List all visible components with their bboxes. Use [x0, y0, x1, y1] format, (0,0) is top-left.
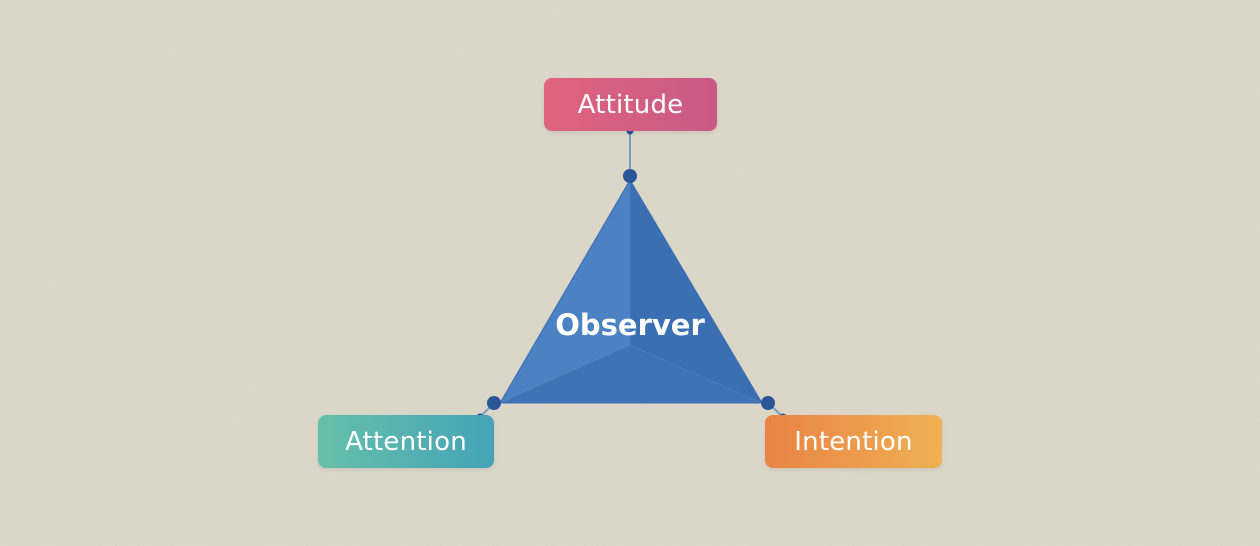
node-attention: Attention	[318, 415, 494, 468]
vertex-dot-left	[487, 396, 501, 410]
node-intention-label: Intention	[794, 426, 913, 457]
node-attitude: Attitude	[544, 78, 717, 131]
vertex-dot-right	[761, 396, 775, 410]
observer-label: Observer	[555, 308, 705, 342]
node-attitude-label: Attitude	[577, 89, 684, 120]
observer-pyramid	[499, 179, 763, 404]
vertex-dot-top	[623, 169, 637, 183]
node-attention-label: Attention	[345, 426, 467, 457]
node-intention: Intention	[765, 415, 942, 468]
